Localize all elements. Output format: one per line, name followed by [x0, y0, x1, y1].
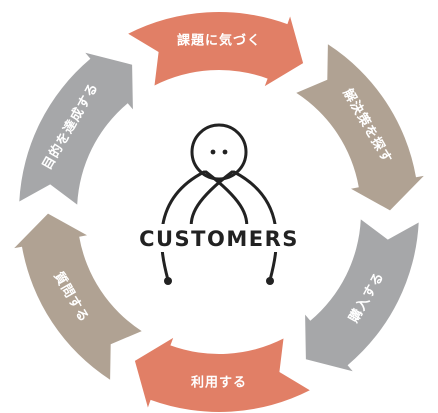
segment-arrow-shape: [305, 219, 419, 372]
segment-3: 購入する: [305, 219, 419, 372]
segment-arrow-shape: [134, 337, 310, 412]
segment-label: 課題に気づく: [177, 33, 261, 49]
segment-4: 利用する: [134, 337, 310, 412]
center-label-backdrop: [132, 224, 306, 252]
segment-1: 課題に気づく: [128, 12, 304, 87]
segment-arrow-shape: [14, 213, 142, 380]
segment-arrow-shape: [296, 44, 424, 211]
segment-label: 利用する: [191, 375, 247, 391]
segment-5: 質問する: [14, 213, 142, 380]
segment-6: 目的を達成する: [19, 52, 133, 205]
customer-figure-icon: [160, 123, 278, 285]
segment-2: 解決策を探す: [296, 44, 424, 211]
center-title: CUSTOMERS: [139, 227, 299, 251]
segment-arrow-shape: [19, 52, 133, 205]
segment-arrow-shape: [128, 12, 304, 87]
